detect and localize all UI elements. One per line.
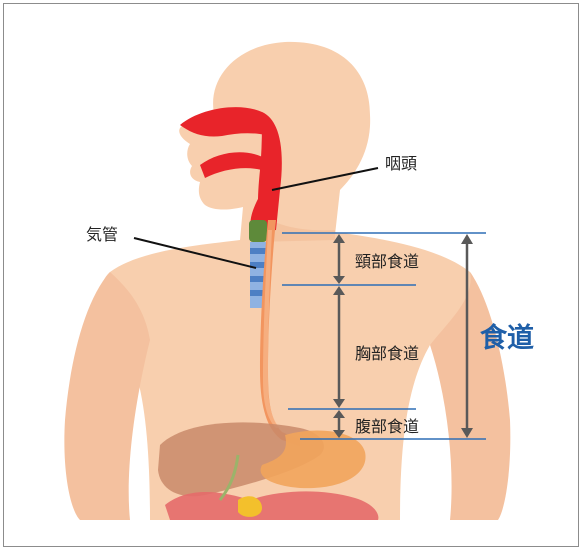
left-arm <box>64 272 150 520</box>
label-abdominal-esophagus: 腹部食道 <box>355 413 419 437</box>
label-thoracic-esophagus: 胸部食道 <box>355 340 419 364</box>
label-trachea: 気管 <box>86 221 118 245</box>
label-cervical-esophagus: 頸部食道 <box>355 248 419 272</box>
label-esophagus: 食道 <box>480 316 534 355</box>
trachea-green <box>249 220 267 242</box>
label-pharynx: 咽頭 <box>385 150 417 174</box>
